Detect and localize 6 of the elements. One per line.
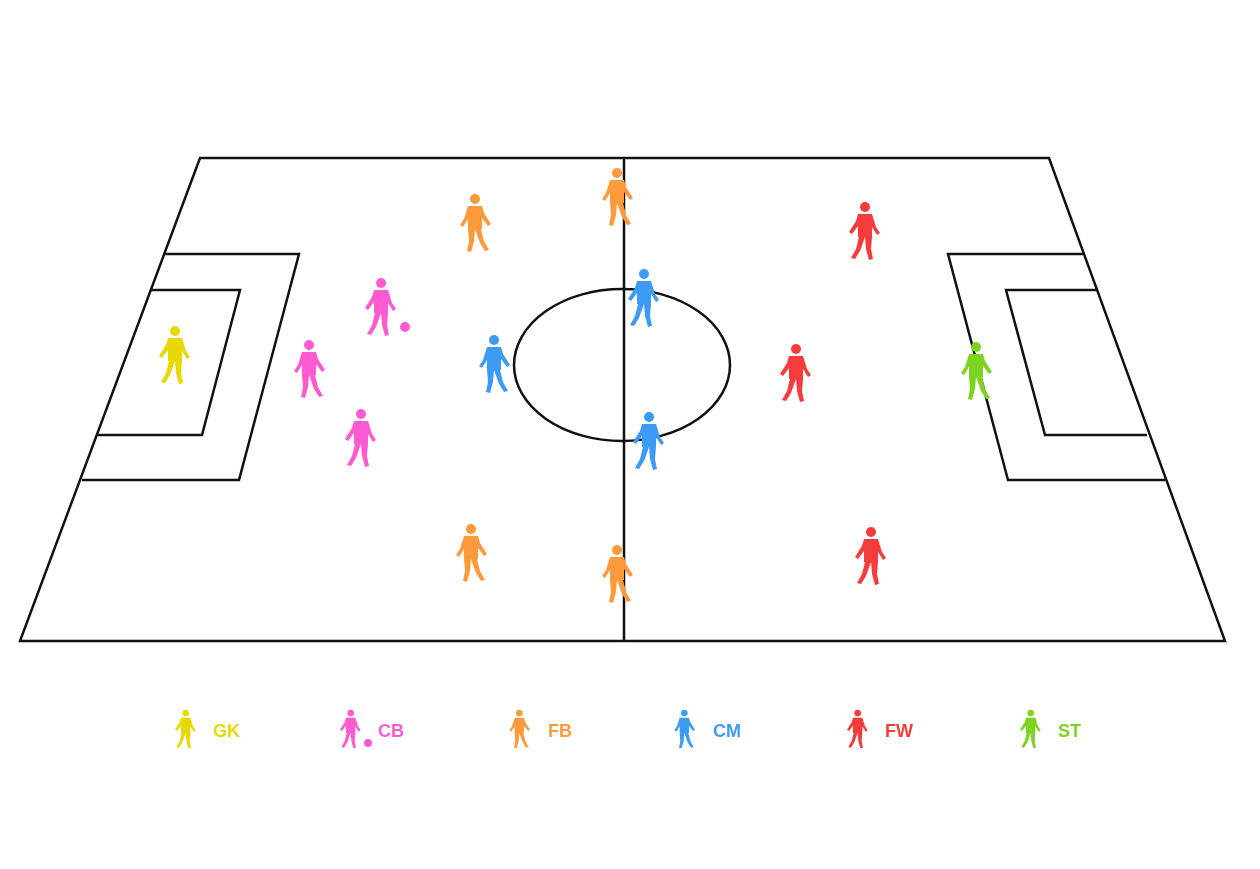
legend-label: CB <box>378 721 404 741</box>
legend-label: FB <box>548 721 572 741</box>
legend-label: ST <box>1058 721 1081 741</box>
legend-label: GK <box>213 721 240 741</box>
legend-label: CM <box>713 721 741 741</box>
legend-label: FW <box>885 721 913 741</box>
